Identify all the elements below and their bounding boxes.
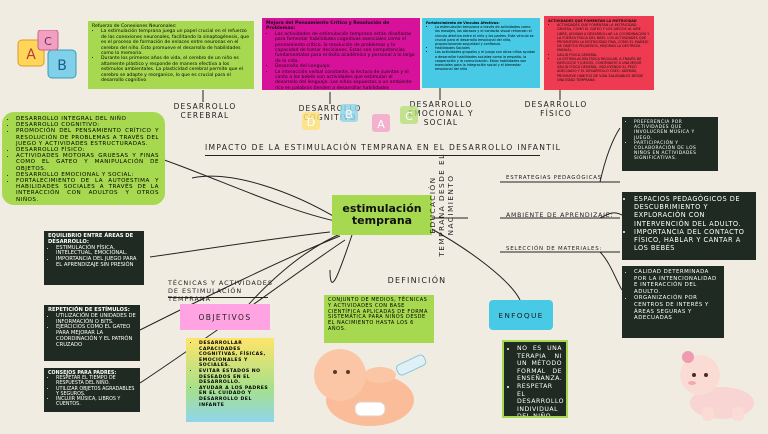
cognitivo-box: Mejora del Pensamiento Crítico y Resoluc… [262,18,420,90]
cognitivo-item: Desarrollo del Lenguaje: [275,64,416,69]
objetivos-label: OBJETIVOS [198,312,252,322]
baby-bottle-image [300,330,440,430]
emocional-box: Fortalecimiento de Vínculos Afectivos: L… [422,18,540,88]
emocional-title: Fortalecimiento de Vínculos Afectivos: [426,21,500,25]
integral-item: ACTIVIDADES MOTORAS GRUESAS Y FINAS COMO… [16,153,159,172]
block-letter: A [377,118,385,131]
integral-item: PROMOCIÓN DEL PENSAMIENTO CRÍTICO Y RESO… [16,128,159,147]
fisico-item: SALUD FÍSICA GENERAL [557,53,650,57]
fisico-item: LA ESTIMULACIÓN FÍSICA REGULAR, A TRAVÉS… [557,57,650,82]
objetivos-item: EVITAR ESTADOS NO DESEADOS EN EL DESARRO… [199,369,270,386]
fisico-title: ACTIVIDADES QUE FOMENTAN LA MOTRICIDAD [548,19,637,23]
block-letter: B [57,58,67,74]
consejos-item: INCLUIR MÚSICA, LIBROS Y CUENTOS. [56,397,136,407]
objetivos-box: DESARROLLAR CAPACIDADES COGNITIVAS, FÍSI… [186,338,274,422]
cognitivo-item: La interacción verbal constante, la lect… [275,70,416,90]
objetivos-item: AYUDAR A LOS PADRES EN EL CUIDADO Y DESA… [199,386,270,408]
integral-item: DESARROLLO EMOCIONAL Y SOCIAL: [16,172,159,178]
center-node: estimulación temprana [332,195,432,235]
label-educacion: EDUCACIÓN TEMPRANA DESDE EL NACIMIENTO [428,153,455,257]
estrategias-item: PREFERENCIA POR ACTIVIDADES QUE INVOLUCR… [634,120,714,141]
tecnicas-underline [168,297,268,298]
consejos-title: CONSEJOS PARA PADRES: [48,371,117,376]
consejos-item: UTILIZAR OBJETOS AGRADABLES Y SEGUROS. [56,387,136,397]
cerebral-item: La estimulación temprana juega un papel … [101,29,250,56]
consejos-item: RESPETAR EL TIEMPO DE RESPUESTA DEL NIÑO… [56,376,136,386]
crawling-baby-image [672,345,764,425]
cognitivo-item: Las actividades de estimulación temprana… [275,32,416,64]
label-cognitivo: DESARROLLO COGNITIVO [298,104,362,122]
label-fisico: DESARROLLO FÍSICO [524,100,588,118]
emocional-item: Habilidades Sociales [435,46,536,50]
cerebral-title: Refuerzo de Conexiones Neuronales: [92,24,177,29]
impacto-title: IMPACTO DE LA ESTIMULACIÓN TEMPRANA EN E… [205,143,562,152]
block-letter: A [26,47,36,63]
equilibrio-item: ESTIMULACIÓN FÍSICA, INTELECTUAL, EMOCIO… [56,245,140,258]
desarrollo-integral-box: DESARROLLO INTEGRAL DEL NIÑO DESARROLLO … [2,112,165,205]
enfoque-item: NO ES UNA TERAPIA NI UN MÉTODO FORMAL DE… [517,345,562,383]
impacto-underline [205,155,540,156]
materiales-box: CALIDAD DETERMINADA POR LA INTENCIONALID… [622,266,724,338]
repeticion-item: UTILIZACIÓN DE UNIDADES DE INFORMACIÓN O… [56,313,136,326]
emocional-item: La estimulación temprana a través de act… [435,25,536,46]
integral-item: DESARROLLO FÍSICO: [16,147,159,153]
label-ambiente: AMBIENTE DE APRENDIZAJE: [506,212,614,219]
ambiente-item: IMPORTANCIA DEL CONTACTO FÍSICO, HABLAR … [634,228,752,253]
enfoque-header: ENFOQUE [489,300,553,330]
equilibrio-box: EQUILIBRIO ENTRE ÁREAS DE DESARROLLO: ES… [44,231,144,285]
estrategias-box: PREFERENCIA POR ACTIVIDADES QUE INVOLUCR… [622,117,718,171]
repeticion-title: REPETICIÓN DE ESTÍMULOS: [48,307,130,313]
cognitivo-title: Mejora del Pensamiento Crítico y Resoluc… [266,21,390,32]
repeticion-box: REPETICIÓN DE ESTÍMULOS: UTILIZACIÓN DE … [44,305,140,361]
definicion-box: CONJUNTO DE MEDIOS, TÉCNICAS Y ACTIVIDAD… [324,295,434,343]
block-letter: D [307,116,315,129]
ambiente-item: ESPACIOS PEDAGÓGICOS DE DESCUBRIMIENTO Y… [634,195,752,228]
consejos-box: CONSEJOS PARA PADRES: RESPETAR EL TIEMPO… [44,368,140,412]
label-emocional: DESARROLLO EMOCIONAL Y SOCIAL [408,100,474,127]
definicion-text: CONJUNTO DE MEDIOS, TÉCNICAS Y ACTIVIDAD… [328,297,428,332]
label-tecnicas: TÉCNICAS Y ACTIVIDADES DE ESTIMULACIÓN T… [168,279,273,303]
fisico-item: ACTIVIDADES QUE FOMENTAN LA MOTRICIDAD G… [557,23,650,52]
integral-item: DESARROLLO COGNITIVO: [16,122,159,128]
enfoque-item: RESPETAR EL DESARROLLO INDIVIDUAL DEL NI… [517,383,563,416]
ambiente-box: ESPACIOS PEDAGÓGICOS DE DESCUBRIMIENTO Y… [622,192,756,260]
integral-item: DESARROLLO INTEGRAL DEL NIÑO [16,116,159,122]
abc-blocks-image: A B C [8,29,88,85]
label-cerebral: DESARROLLO CEREBRAL [173,102,237,120]
block-letter: B [345,108,353,121]
enfoque-label: ENFOQUE [498,310,544,320]
materiales-item: ORGANIZACIÓN POR CENTROS DE INTERÉS Y ÁR… [634,295,720,321]
enfoque-box: NO ES UNA TERAPIA NI UN MÉTODO FORMAL DE… [502,340,568,418]
label-seleccion: SELECCIÓN DE MATERIALES: [506,246,603,252]
repeticion-item: EJERCICIOS COMO EL GATEO PARA MEJORAR LA… [56,324,136,348]
center-title: estimulación temprana [342,202,422,227]
materiales-item: CALIDAD DETERMINADA POR LA INTENCIONALID… [634,269,720,295]
label-definicion: DEFINICIÓN [387,276,447,285]
objetivos-header: OBJETIVOS [180,304,270,330]
equilibrio-title: EQUILIBRIO ENTRE ÁREAS DE DESARROLLO: [48,233,134,245]
letter-balloons-image: D B A C [296,98,426,146]
estrategias-item: PARTICIPACIÓN Y COLABORACIÓN DE LOS NIÑO… [634,141,714,162]
block-letter: C [405,110,413,123]
integral-item: FORTALECIMIENTO DE LA AUTOESTIMA Y HABIL… [16,178,159,203]
objetivos-item: DESARROLLAR CAPACIDADES COGNITIVAS, FÍSI… [199,341,270,369]
cerebral-box: Refuerzo de Conexiones Neuronales: La es… [88,21,254,89]
block-letter: C [44,35,52,48]
fisico-box: ACTIVIDADES QUE FOMENTAN LA MOTRICIDAD A… [544,16,654,90]
cerebral-item: Durante los primeros años de vida, el ce… [101,56,250,83]
label-estrategias: ESTRATEGIAS PEDAGÓGICAS [506,175,602,181]
emocional-item: Las actividades grupales y el juego con … [435,50,536,71]
equilibrio-item: IMPORTANCIA DEL JUEGO PARA EL APRENDIZAJ… [56,256,140,269]
